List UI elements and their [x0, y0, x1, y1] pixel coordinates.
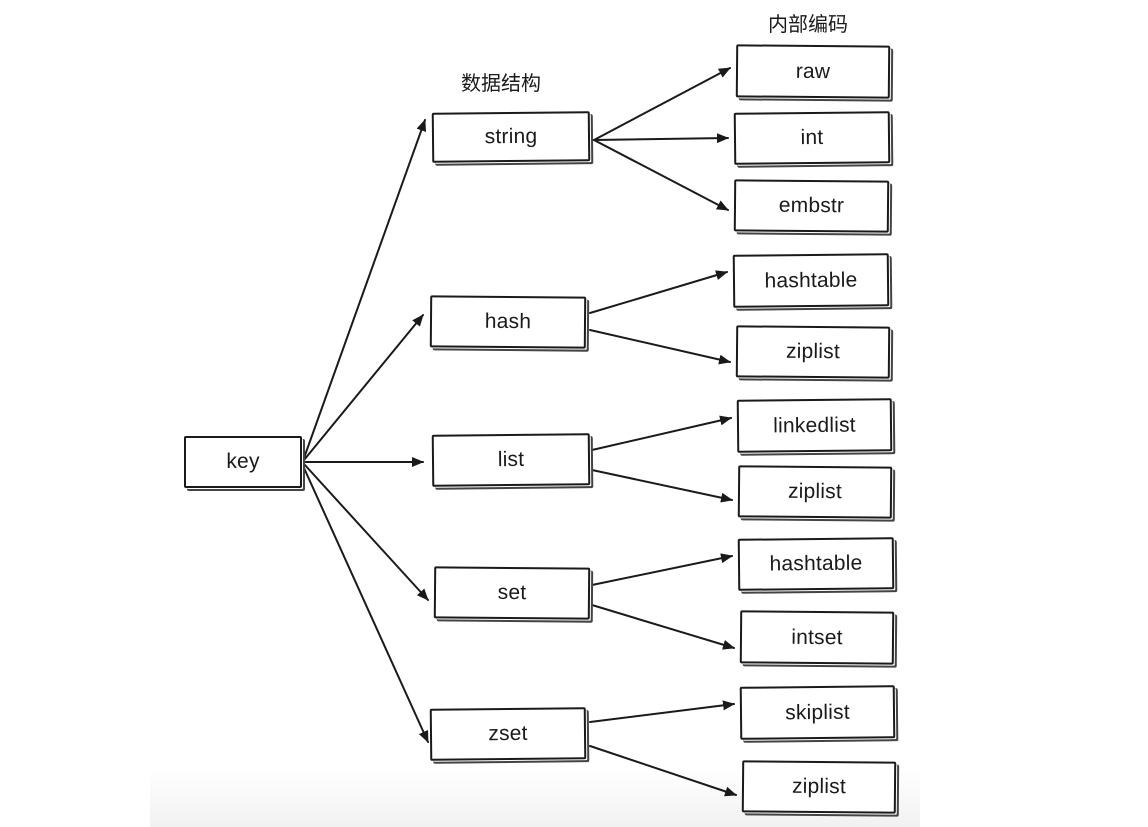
edge-list-to-ziplist [591, 469, 733, 503]
edge-key-to-string [303, 119, 426, 459]
edge-key-to-zset [303, 467, 429, 743]
encoding-node-hash-ziplist: ziplist [735, 325, 891, 379]
edge-string-to-raw [593, 67, 731, 141]
encoding-node-string-int: int [733, 111, 891, 165]
encoding-node-hash-hashtable: hashtable [732, 253, 890, 308]
encoding-node-string-raw: raw [735, 44, 891, 99]
edge-list-to-linkedlist [591, 415, 732, 451]
edge-hash-to-hashtable [589, 270, 728, 314]
structure-node-string: string [431, 111, 591, 163]
structure-node-set: set [433, 566, 591, 620]
encoding-node-list-ziplist: ziplist [737, 465, 893, 519]
edge-key-to-hash [303, 314, 424, 461]
edge-hash-to-ziplist [589, 329, 731, 365]
encoding-node-list-linkedlist: linkedlist [736, 398, 893, 453]
encoding-node-zset-ziplist: ziplist [741, 760, 897, 814]
header-encoding: 内部编码 [768, 12, 848, 36]
encoding-node-string-embstr: embstr [733, 179, 890, 233]
header-structure: 数据结构 [461, 71, 541, 95]
structure-node-hash: hash [429, 295, 587, 349]
encoding-node-set-hashtable: hashtable [737, 537, 895, 591]
edge-set-to-intset [591, 604, 735, 650]
encoding-node-zset-skiplist: skiplist [739, 685, 896, 740]
edge-set-to-hashtable [591, 553, 733, 586]
structure-node-list: list [431, 433, 591, 487]
edge-key-to-set [303, 463, 429, 601]
edge-string-to-int [593, 133, 729, 144]
edge-string-to-embstr [593, 139, 729, 211]
root-key-node: key [184, 436, 302, 488]
edge-zset-to-ziplist [589, 745, 737, 797]
structure-node-zset: zset [429, 707, 587, 761]
encoding-node-set-intset: intset [739, 610, 895, 665]
edge-zset-to-skiplist [589, 700, 735, 723]
